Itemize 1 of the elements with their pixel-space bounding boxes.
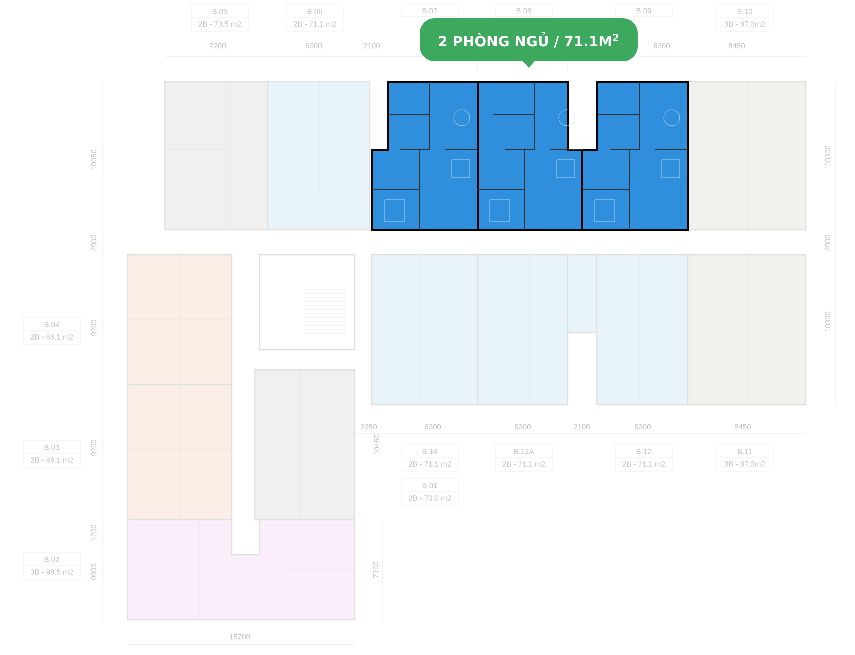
callout-bubble: 2 PHÒNG NGỦ / 71.1M$^{2}$ bbox=[420, 18, 638, 68]
